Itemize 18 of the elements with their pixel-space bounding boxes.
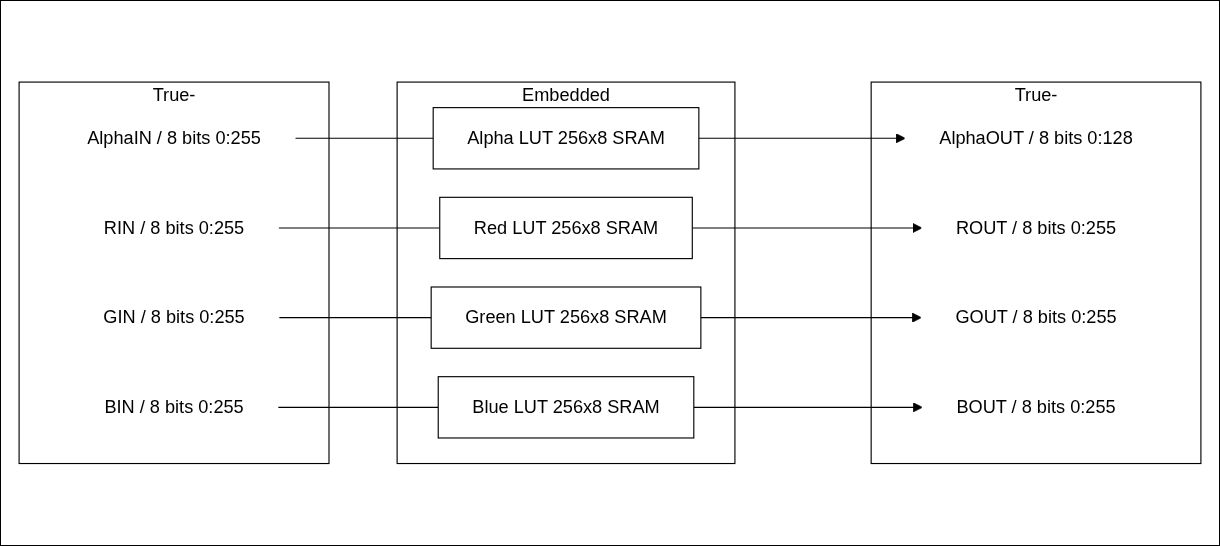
arrow — [698, 133, 906, 144]
node-box: Red LUT 256x8 SRAM — [439, 196, 693, 260]
node-text: BOUT / 8 bits 0:255 — [956, 397, 1116, 417]
arrow — [693, 402, 923, 413]
node-text: BIN / 8 bits 0:255 — [104, 397, 244, 417]
node-text: AlphaOUT / 8 bits 0:128 — [939, 128, 1133, 148]
connector — [294, 137, 434, 140]
connector — [277, 406, 439, 409]
node-text: GOUT / 8 bits 0:255 — [955, 307, 1117, 327]
node-text: AlphaIN / 8 bits 0:255 — [87, 128, 261, 148]
node-text: RIN / 8 bits 0:255 — [103, 217, 245, 238]
node-box: Blue LUT 256x8 SRAM — [437, 376, 695, 439]
arrow — [700, 312, 922, 323]
node-box: Green LUT 256x8 SRAM — [430, 286, 702, 350]
connector — [278, 317, 432, 319]
node-box: Alpha LUT 256x8 SRAM — [432, 107, 700, 170]
node-text: ROUT / 8 bits 0:255 — [955, 217, 1117, 238]
node-text: GIN / 8 bits 0:255 — [103, 307, 245, 327]
